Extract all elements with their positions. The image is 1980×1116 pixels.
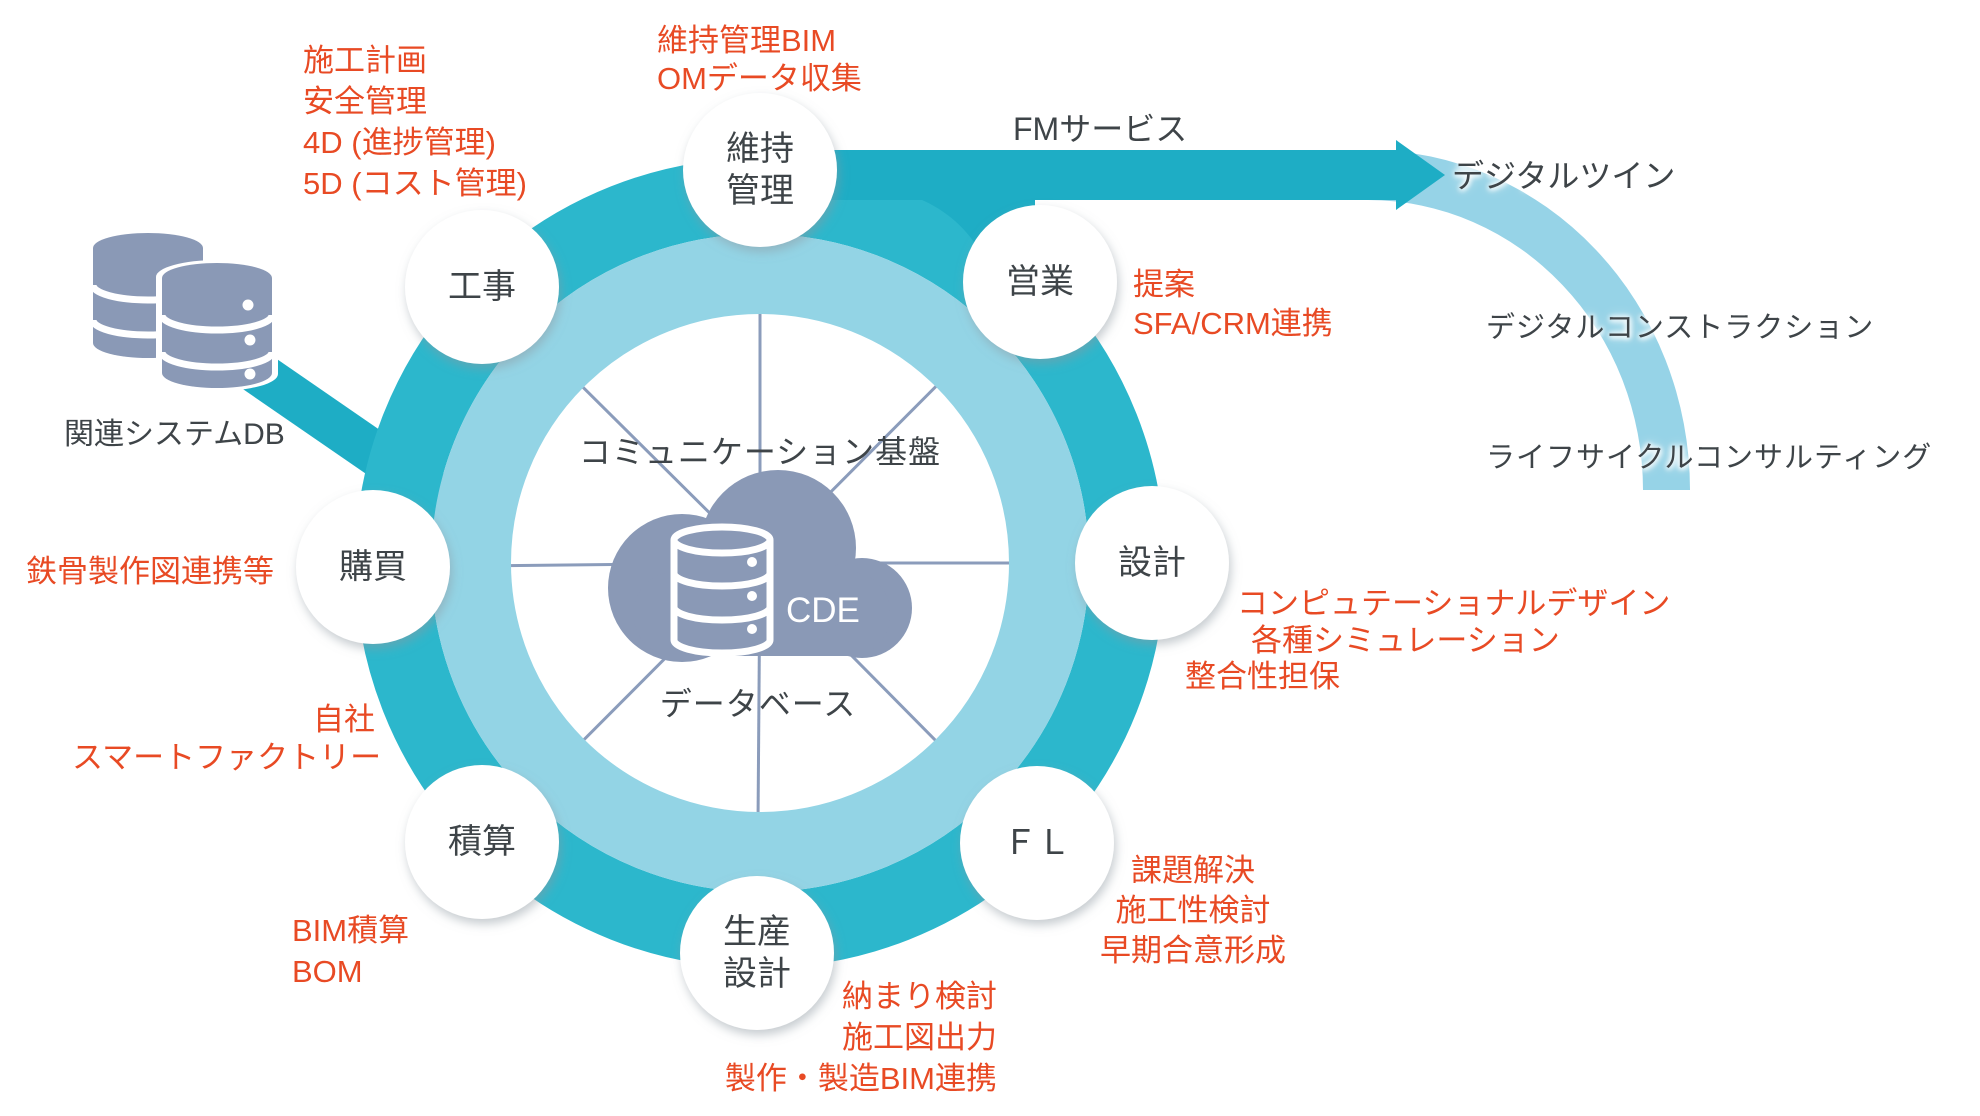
node-circle-production-design (680, 876, 834, 1030)
lifecycle-consulting-label: ライフサイクルコンサルティング (1486, 442, 1933, 474)
node-circle-construction (405, 210, 559, 364)
node-label-production-design: 生産設計 (723, 913, 791, 993)
node-circle-sales (963, 205, 1117, 359)
communication-platform-label: コミュニケーション基盤 (578, 434, 942, 470)
node-circles (296, 93, 1229, 1030)
fm-arrowhead (1396, 140, 1445, 210)
node-label-estimation: 積算 (448, 823, 516, 861)
node-label-construction: 工事 (448, 268, 516, 306)
cde-label: CDE (786, 591, 860, 630)
digital-construction-label: デジタルコンストラクション (1486, 312, 1875, 344)
fm-service-label: FMサービス (1013, 111, 1188, 147)
fm-arrow-band (786, 150, 1398, 200)
external-db-icon (89, 233, 278, 391)
note-smart-factory: 自社スマートファクトリー (72, 702, 382, 775)
ring-inner (431, 234, 1089, 892)
cloud-icon (608, 470, 912, 662)
node-circle-procurement (296, 490, 450, 644)
node-label-sales: 営業 (1006, 263, 1074, 301)
node-circle-design (1075, 486, 1229, 640)
node-circle-estimation (405, 765, 559, 919)
note-design-line3: 整合性担保 (1185, 659, 1340, 694)
note-production-design: 納まり検討施工図出力製作・製造BIM連携 (724, 979, 997, 1096)
cde-database-dots (747, 557, 757, 634)
node-circle-fl (960, 766, 1114, 920)
related-systems-db-label: 関連システムDB (64, 418, 285, 451)
node-circle-maintenance (683, 93, 837, 247)
node-label-fl: ＦＬ (1003, 824, 1071, 862)
node-label-maintenance: 維持管理 (726, 130, 794, 210)
note-procurement: 鉄骨製作図連携等 (26, 554, 274, 589)
note-design-line1: コンピュテーショナルデザイン (1237, 586, 1671, 621)
note-design-line2: 各種シミュレーション (1251, 623, 1560, 658)
digital-twin-label: デジタルツイン (1452, 158, 1676, 194)
cde-database-icon (670, 523, 774, 657)
database-label: データベース (659, 686, 857, 722)
node-label-procurement: 購買 (339, 548, 407, 586)
note-fl: 課題解決施工性検討早期合意形成 (1100, 853, 1286, 968)
node-label-design: 設計 (1118, 544, 1186, 582)
